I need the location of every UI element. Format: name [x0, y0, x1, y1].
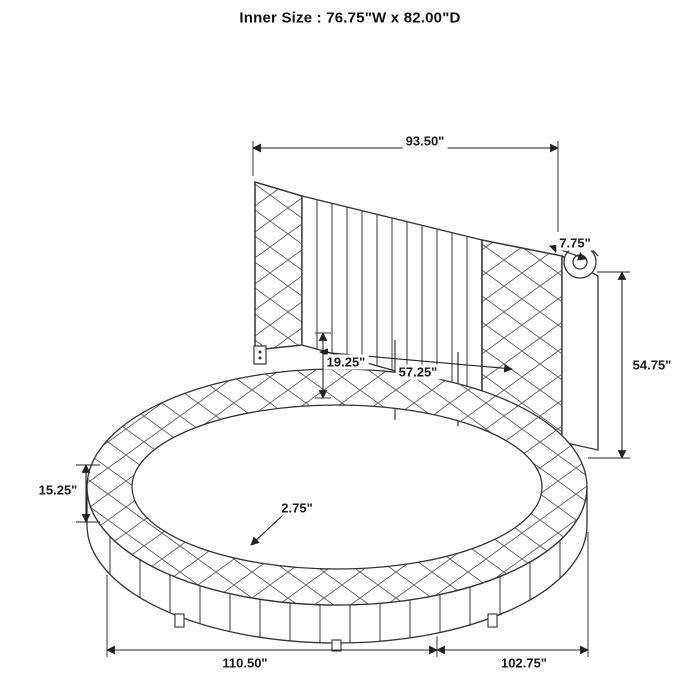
side-bracket: [253, 345, 267, 365]
headboard-side-edge: [561, 254, 599, 451]
dim-label-headboard-thickness: 7.75": [556, 235, 594, 251]
headboard-left-wing: [254, 181, 303, 351]
round-base: [86, 368, 588, 652]
dim-label-overall-width: 110.50": [219, 655, 271, 671]
base-side-staves: [109, 536, 561, 643]
page-title: Inner Size : 76.75"W x 82.00"D: [239, 9, 461, 27]
dim-label-deck-thickness: 2.75": [278, 500, 316, 516]
dim-label-base-side-height: 15.25": [35, 482, 81, 498]
dim-label-overall-depth: 102.75": [498, 655, 550, 671]
dim-label-inner-width: 57.25": [395, 364, 441, 380]
headboard: [254, 181, 599, 451]
headboard-center-panel: [301, 195, 483, 396]
dim-label-headboard-width: 93.50": [402, 133, 448, 149]
base-rim-band: [86, 368, 588, 606]
dim-label-inner-rail-height: 19.25": [323, 354, 369, 370]
dim-label-headboard-height: 54.75": [629, 357, 675, 373]
